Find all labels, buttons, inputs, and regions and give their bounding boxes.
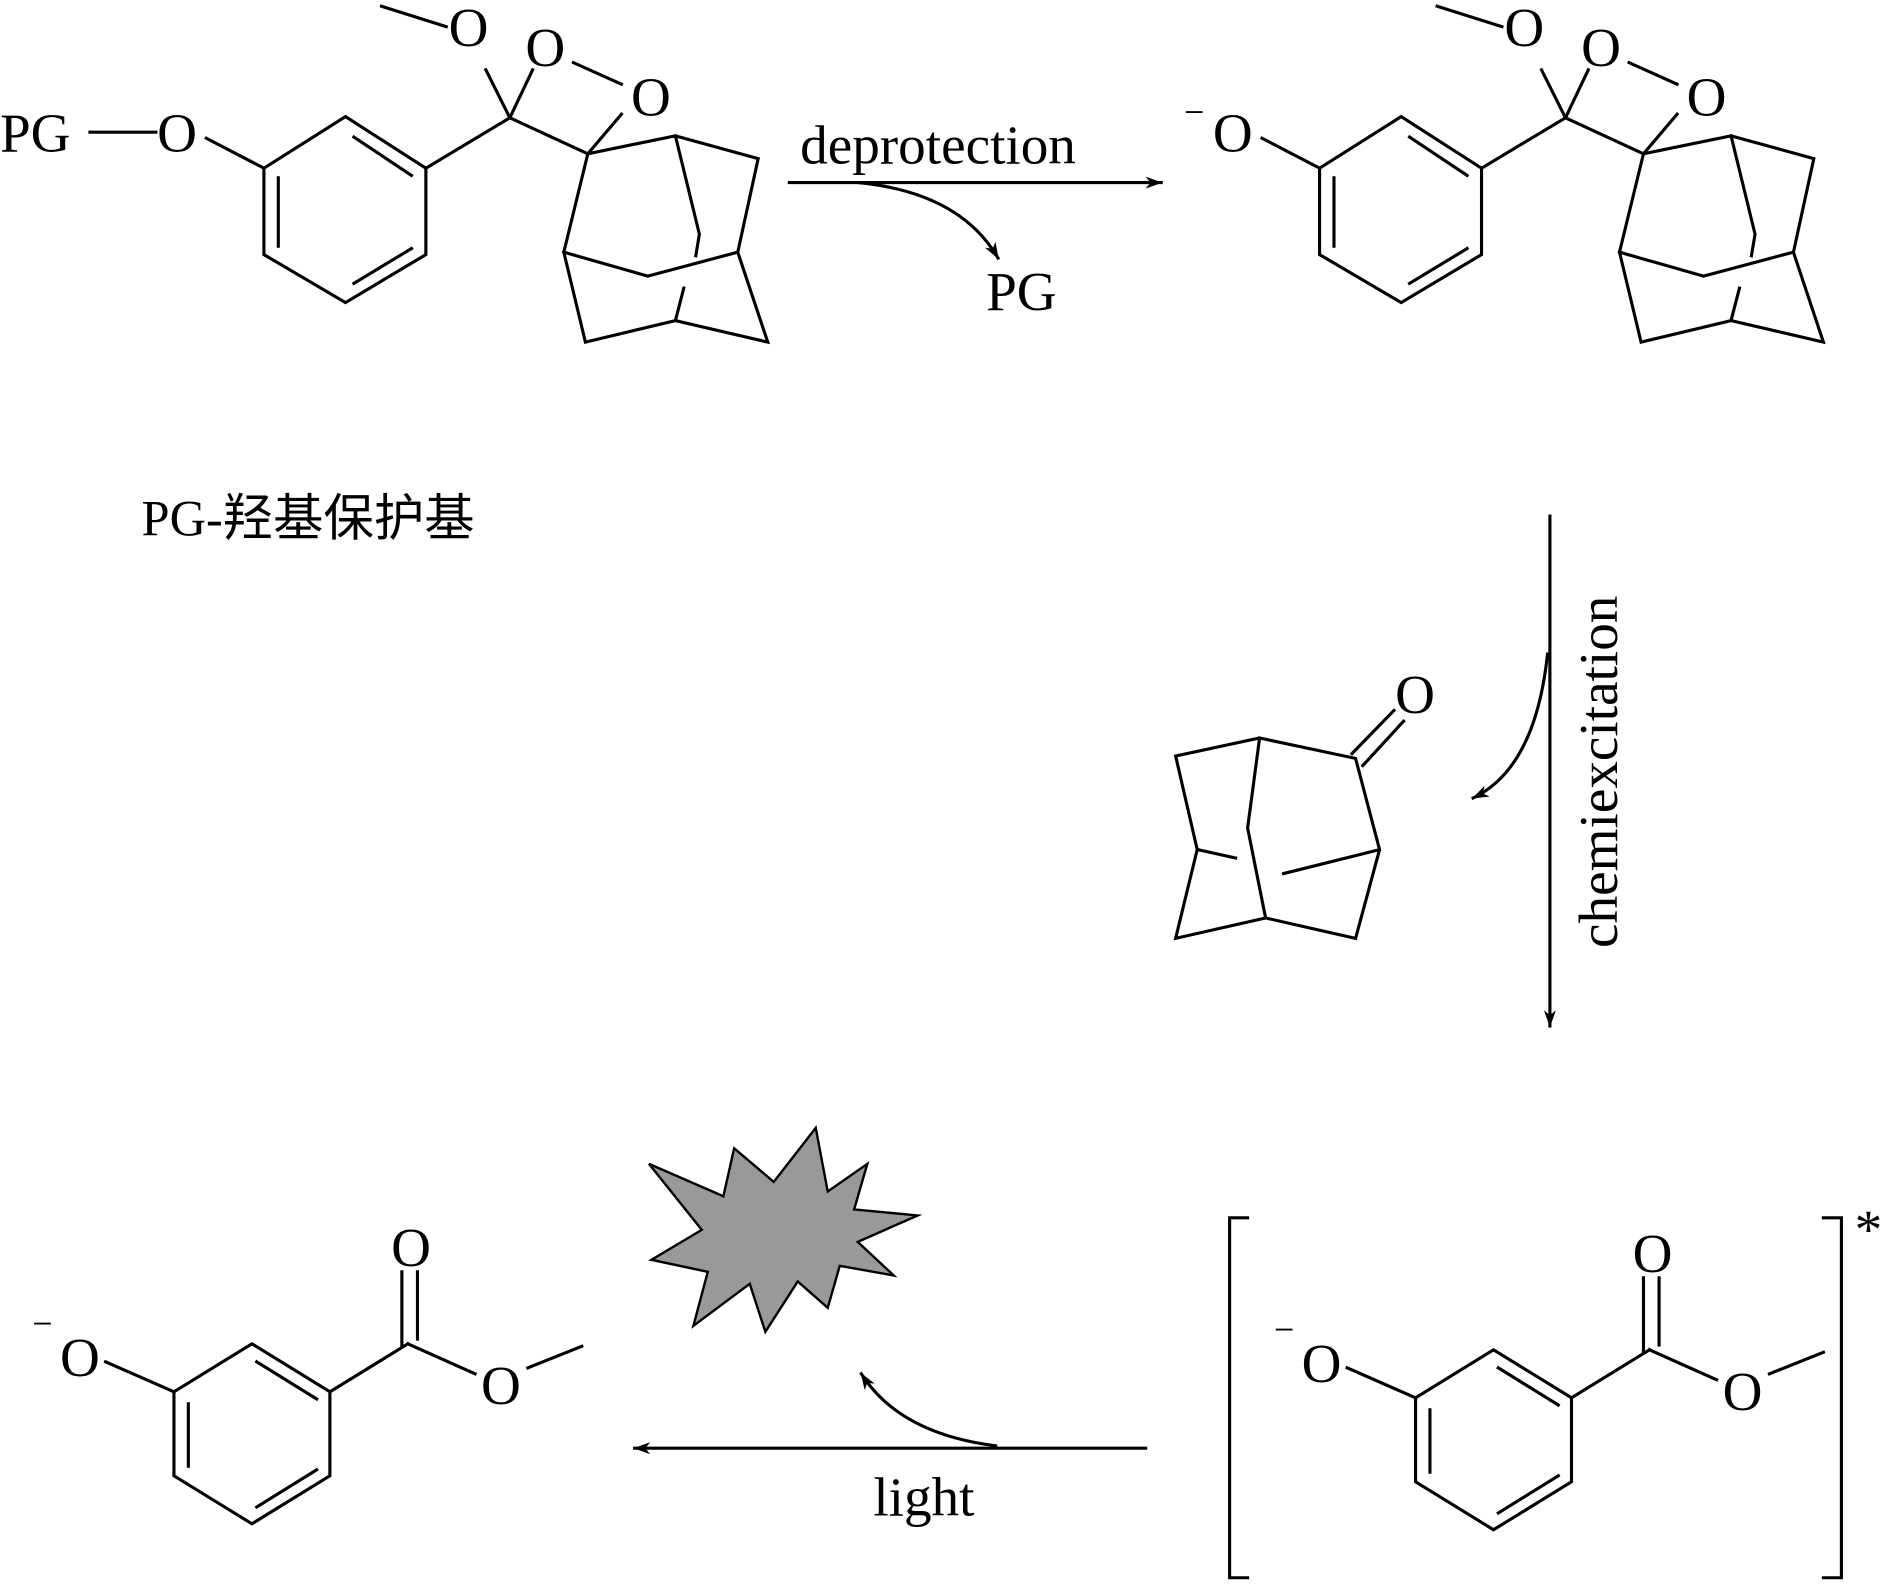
- chemiexcitation-arrow: chemiexcitation: [1471, 514, 1629, 1028]
- light-burst-icon: [648, 1125, 923, 1335]
- oxygen-label: O: [1213, 102, 1253, 163]
- phenolate-dioxetane: − O O O O: [1184, 0, 1825, 344]
- oxygen-label: O: [1395, 664, 1435, 725]
- pg-definition-note: PG-羟基保护基: [142, 490, 475, 546]
- pg-label: PG: [0, 102, 71, 163]
- minus-charge: −: [32, 1303, 52, 1343]
- light-label: light: [873, 1466, 974, 1527]
- minus-charge: −: [1274, 1309, 1294, 1349]
- oxygen-label: O: [631, 66, 671, 127]
- minus-charge: −: [1184, 92, 1204, 132]
- oxygen-label: O: [391, 1217, 431, 1278]
- oxygen-label: O: [1504, 0, 1544, 58]
- deprotection-arrow: deprotection PG: [787, 114, 1163, 322]
- excited-benzoate: − O O O *: [1228, 1199, 1881, 1580]
- protected-dioxetane: PG O O O O: [0, 0, 770, 344]
- adamantanone: O: [1173, 664, 1435, 941]
- oxygen-label: O: [1687, 66, 1727, 127]
- ground-state-benzoate: − O O O: [32, 1217, 584, 1526]
- oxygen-label: O: [449, 0, 489, 58]
- oxygen-label: O: [60, 1327, 100, 1388]
- oxygen-label: O: [1723, 1361, 1763, 1422]
- deprotection-label: deprotection: [800, 114, 1076, 175]
- released-pg-label: PG: [986, 261, 1057, 322]
- light-emission-arrow: light: [633, 1371, 1148, 1527]
- excited-state-mark: *: [1855, 1199, 1881, 1260]
- chemiexcitation-label: chemiexcitation: [1568, 596, 1629, 948]
- oxygen-label: O: [1302, 1333, 1342, 1394]
- oxygen-label: O: [157, 102, 197, 163]
- oxygen-label: O: [525, 17, 565, 78]
- oxygen-label: O: [1633, 1223, 1673, 1284]
- oxygen-label: O: [481, 1355, 521, 1416]
- oxygen-label: O: [1581, 17, 1621, 78]
